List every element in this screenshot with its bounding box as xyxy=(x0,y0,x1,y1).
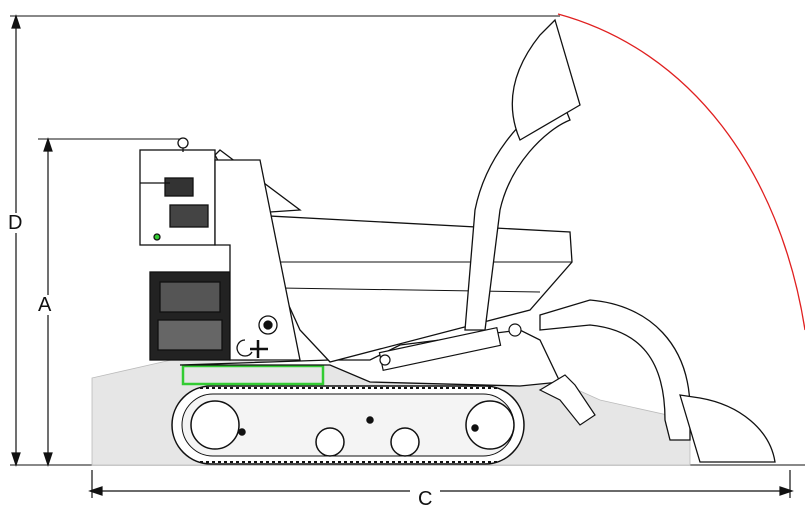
dimension-label-c: C xyxy=(410,489,441,509)
dimension-c-arrow xyxy=(88,470,794,498)
skip-rim-line-2 xyxy=(279,287,541,293)
rear-linkage xyxy=(538,374,596,426)
crawler-track xyxy=(171,385,525,465)
dimension-label-d: D xyxy=(8,212,23,234)
green-highlight-frame xyxy=(181,364,325,386)
dimension-label-a: A xyxy=(38,294,52,316)
dimension-d-arrow xyxy=(11,14,21,467)
engine-and-controls xyxy=(139,137,301,361)
lowered-bucket xyxy=(679,394,776,463)
track-tread xyxy=(200,387,500,463)
bucket-swing-arc xyxy=(557,13,805,331)
hydraulic-cylinder xyxy=(378,323,522,371)
raised-bucket xyxy=(511,18,581,141)
